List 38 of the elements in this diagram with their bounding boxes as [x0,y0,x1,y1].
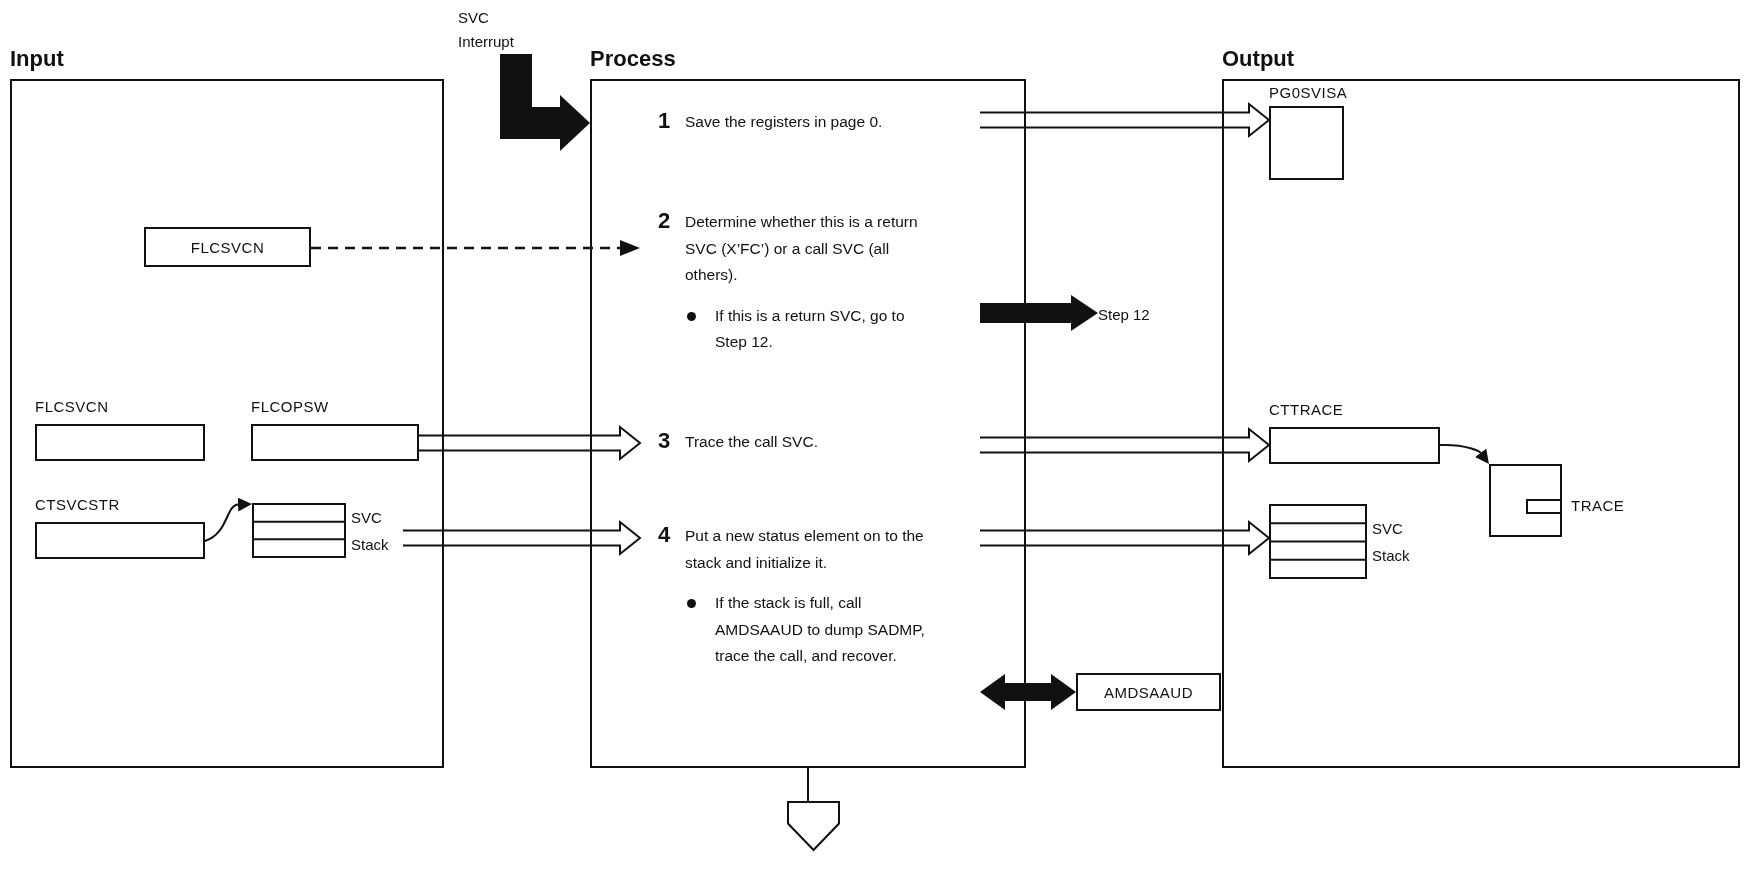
step-number: 4 [658,521,671,549]
arrow [204,497,252,542]
bullet-text: If this is a return SVC, go to Step 12. [715,305,906,352]
bullet-text: If the stack is full, call AMDSAAUD to dump SADMP, trace the call, and recover. [715,593,926,666]
hollow-arrow [979,519,1271,557]
step-text: Save the registers in page 0. [685,112,884,132]
field-label: PG0SVISA [1269,83,1348,103]
panel-title: Input [10,45,64,73]
arrow [1439,443,1492,462]
off-page-connector [787,801,840,851]
block-arrow [980,295,1098,331]
block-arrow [500,54,590,151]
event-label: SVC Interrupt [458,6,538,54]
hollow-arrow [979,426,1271,464]
panel-title: Output [1222,45,1295,73]
data-field: FLCSVCN [144,227,311,267]
block-arrow [980,674,1076,710]
step-text: Put a new status element on to the stack and initialize it. [685,526,925,573]
connector-line [807,767,809,802]
stack-label: SVC Stack [351,507,390,555]
dashed-arrow [311,240,640,256]
field-label: CTSVCSTR [35,495,120,515]
stack-label: SVC Stack [1372,518,1411,566]
field-label: FLCSVCN [35,397,109,417]
step-number: 1 [658,107,671,135]
field-label: CTTRACE [1269,400,1344,420]
hollow-arrow [979,101,1271,139]
step-text: Trace the call SVC. [685,432,819,452]
hollow-arrow [402,519,642,557]
panel-title: Process [590,45,676,73]
step-text: Determine whether this is a return SVC (X’FC’) or a call SVC (all others). [685,212,919,285]
field-label: FLCOPSW [251,397,329,417]
step-number: 2 [658,207,671,235]
field-label: TRACE [1571,496,1625,516]
hollow-arrow [418,424,642,462]
step-reference: Step 12 [1098,303,1178,327]
step-number: 3 [658,427,671,455]
data-field: AMDSAAUD [1076,673,1221,711]
